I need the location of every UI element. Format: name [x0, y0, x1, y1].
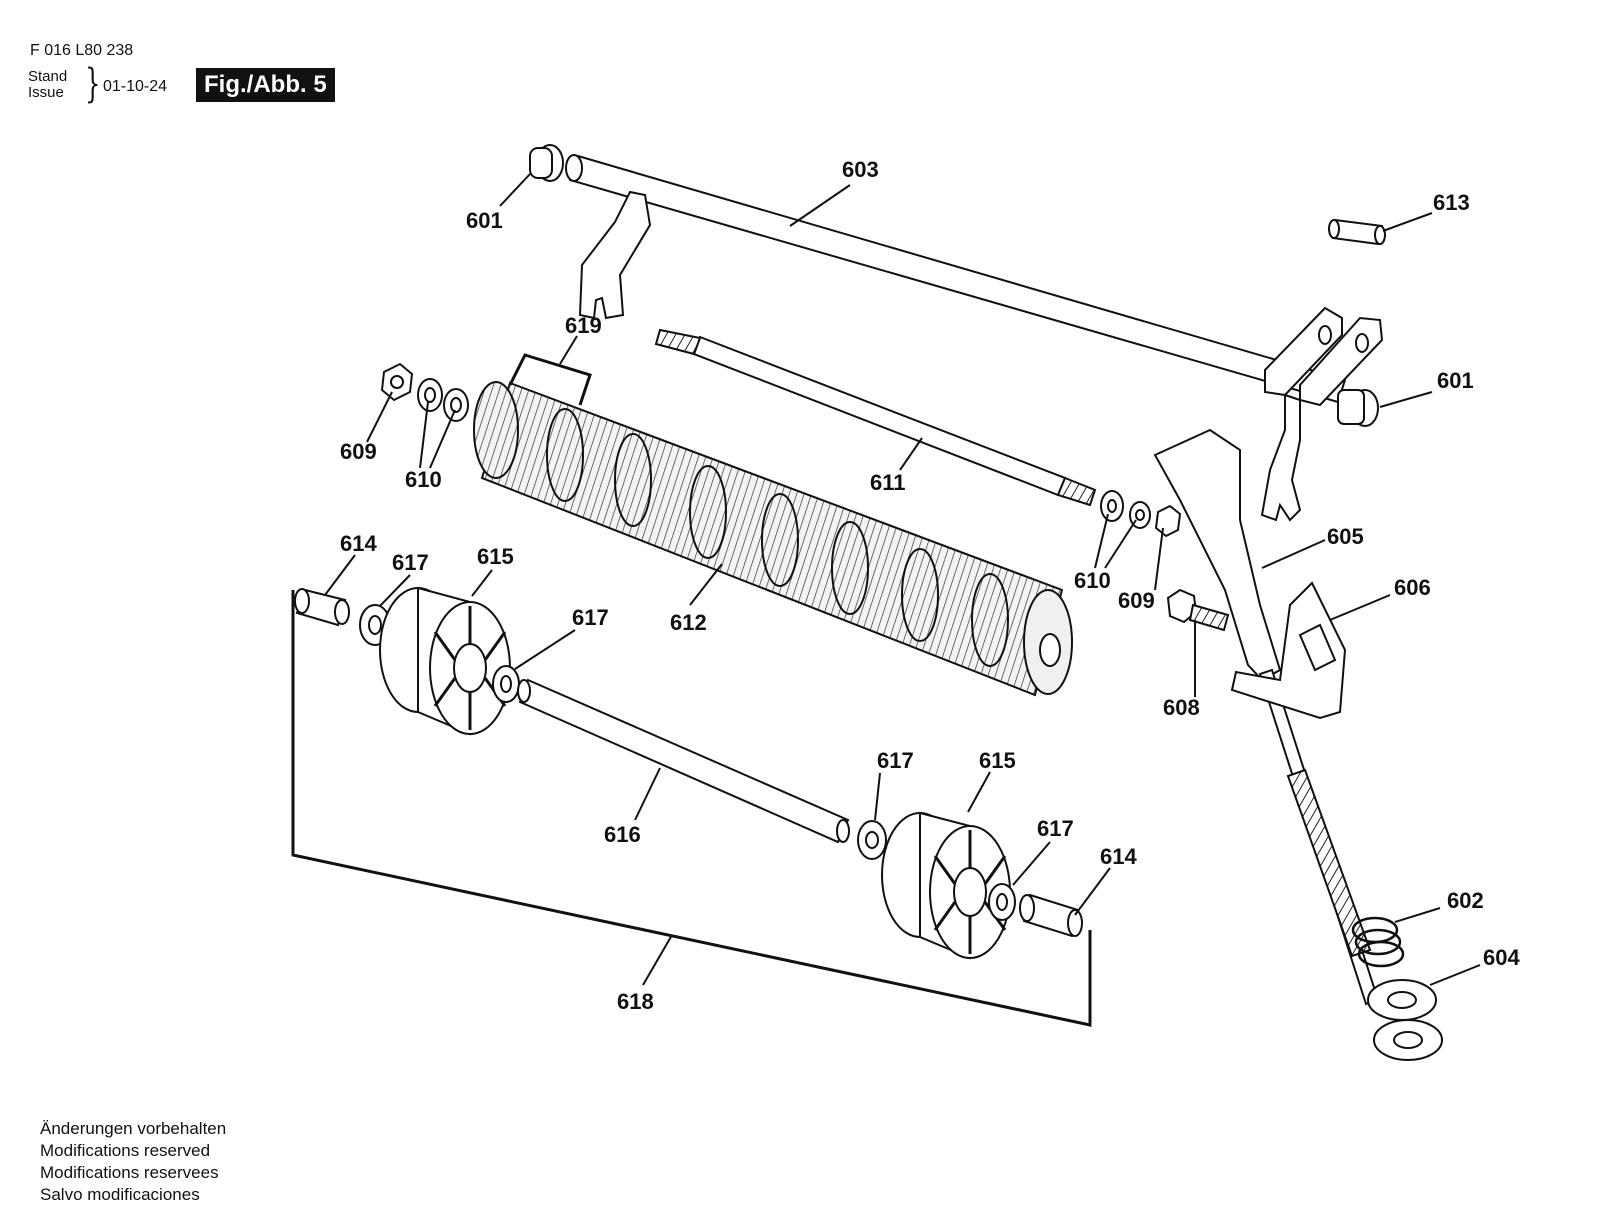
leader-lines	[324, 173, 1481, 986]
label-606: 606	[1394, 575, 1431, 600]
label-617-d: 617	[1037, 816, 1074, 841]
label-615-left: 615	[477, 544, 514, 569]
bolt-part	[1166, 588, 1230, 632]
label-603: 603	[842, 157, 879, 182]
label-610-left: 610	[405, 467, 442, 492]
note-english: Modifications reserved	[40, 1141, 211, 1160]
lever-arm-part	[1153, 428, 1380, 1006]
modification-notes: Änderungen vorbehalten Modifications res…	[40, 1118, 226, 1206]
label-611: 611	[870, 470, 906, 495]
group-bracket-619	[508, 353, 592, 406]
note-german: Änderungen vorbehalten	[40, 1119, 227, 1138]
label-602: 602	[1447, 888, 1484, 913]
label-612: 612	[670, 610, 707, 635]
label-618: 618	[617, 989, 654, 1014]
note-french: Modifications reservees	[40, 1163, 219, 1182]
pin-part	[1328, 218, 1386, 246]
label-616: 616	[604, 822, 641, 847]
label-617-a: 617	[392, 550, 429, 575]
ribbed-roller-part	[473, 381, 1073, 697]
label-610-right: 610	[1074, 568, 1111, 593]
label-619: 619	[565, 313, 602, 338]
upper-shaft-part	[529, 144, 1384, 522]
spring-part	[1351, 916, 1405, 968]
bracket-part	[1230, 581, 1347, 720]
brace-glyph: }	[85, 61, 101, 107]
label-601-top: 601	[466, 208, 503, 233]
label-617-c: 617	[877, 748, 914, 773]
label-609-right: 609	[1118, 588, 1155, 613]
spindle-part	[654, 328, 1097, 507]
left-nut-washers	[380, 362, 469, 422]
note-spanish: Salvo modificaciones	[40, 1185, 200, 1204]
label-615-right: 615	[979, 748, 1016, 773]
label-605: 605	[1327, 524, 1364, 549]
group-bracket-618	[291, 590, 1092, 1027]
part-number-labels: 601 601 602 603 604 605 606 608 609 609 …	[340, 157, 1520, 1014]
stand-label: Stand	[28, 68, 68, 85]
stand-issue-label: Stand Issue	[28, 69, 67, 101]
figure-label: Fig./Abb. 5	[196, 68, 335, 102]
label-608: 608	[1163, 695, 1200, 720]
label-613: 613	[1433, 190, 1470, 215]
label-614-left: 614	[340, 531, 377, 556]
issue-label: Issue	[28, 84, 64, 101]
right-washers-nut	[1100, 490, 1182, 538]
lower-nuts-part	[1367, 979, 1443, 1061]
label-601-right: 601	[1437, 368, 1474, 393]
wheel-assembly	[294, 586, 1083, 960]
label-614-right: 614	[1100, 844, 1137, 869]
issue-date: 01-10-24	[103, 78, 168, 95]
label-609-left: 609	[340, 439, 377, 464]
label-604: 604	[1483, 945, 1520, 970]
document-number: F 016 L80 238	[30, 42, 134, 59]
label-617-b: 617	[572, 605, 609, 630]
